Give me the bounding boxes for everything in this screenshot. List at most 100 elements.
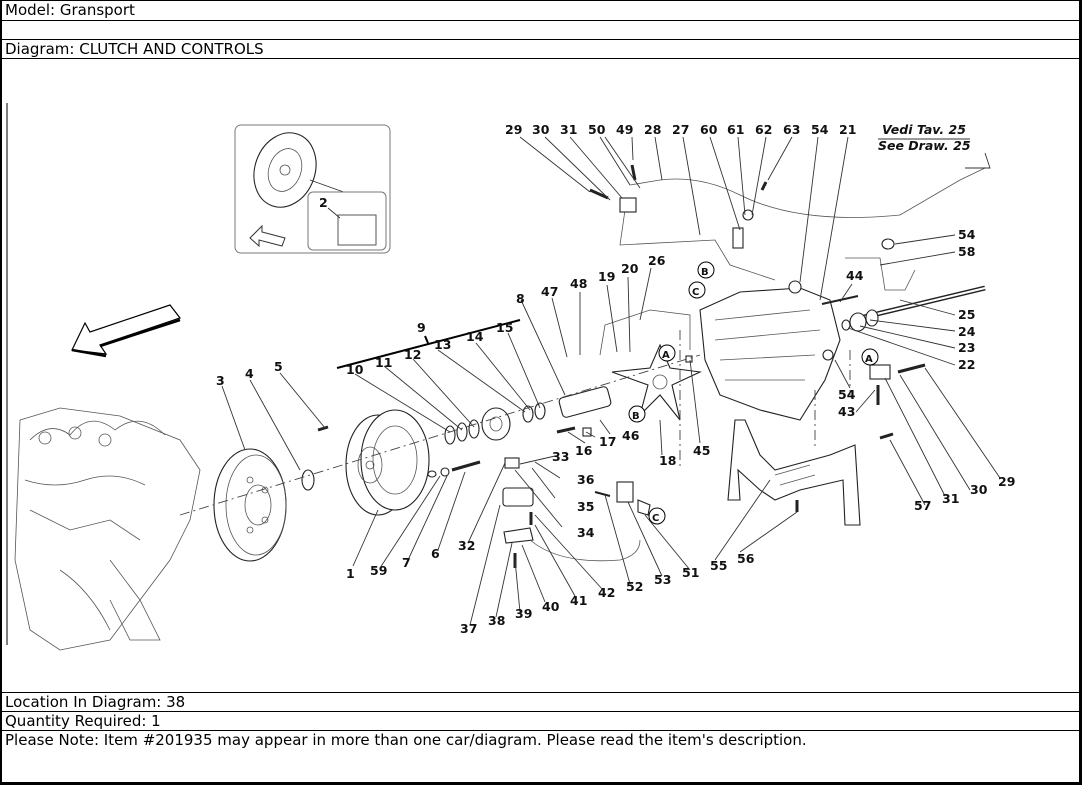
callout-54[interactable]: 54: [838, 387, 856, 402]
callout-48[interactable]: 48: [570, 276, 587, 291]
callout-4[interactable]: 4: [245, 366, 254, 381]
bolt-5[interactable]: [317, 425, 329, 432]
callout-11[interactable]: 11: [375, 355, 392, 370]
callout-25[interactable]: 25: [958, 307, 975, 322]
callout-44[interactable]: 44: [846, 268, 864, 283]
callout-61[interactable]: 61: [727, 122, 744, 137]
callout-30[interactable]: 30: [532, 122, 550, 137]
callout-21[interactable]: 21: [839, 122, 856, 137]
bolt-6[interactable]: [451, 460, 481, 472]
callout-31[interactable]: 31: [942, 491, 959, 506]
callout-22[interactable]: 22: [958, 357, 975, 372]
callout-17[interactable]: 17: [599, 434, 616, 449]
washer-62[interactable]: [742, 209, 754, 221]
bolt-49[interactable]: [630, 164, 637, 181]
callout-60[interactable]: 60: [700, 122, 718, 137]
callout-42[interactable]: 42: [598, 585, 615, 600]
gearbox-housing[interactable]: [699, 280, 841, 421]
callout-40[interactable]: 40: [542, 599, 560, 614]
callout-63[interactable]: 63: [783, 122, 800, 137]
support-bracket[interactable]: [727, 419, 861, 526]
callout-54[interactable]: 54: [958, 227, 976, 242]
callout-49[interactable]: 49: [616, 122, 633, 137]
callout-16[interactable]: 16: [575, 443, 593, 458]
flywheel[interactable]: [213, 448, 287, 562]
callout-12[interactable]: 12: [404, 347, 421, 362]
callout-1[interactable]: 1: [346, 566, 355, 581]
hose-58[interactable]: [845, 257, 916, 291]
callout-19[interactable]: 19: [598, 269, 615, 284]
callout-54[interactable]: 54: [811, 122, 829, 137]
callout-13[interactable]: 13: [434, 337, 451, 352]
release-bearing-stack[interactable]: [444, 402, 546, 445]
callout-32[interactable]: 32: [458, 538, 475, 553]
callout-59[interactable]: 59: [370, 563, 387, 578]
part-17[interactable]: [582, 427, 592, 437]
callout-5[interactable]: 5: [274, 359, 283, 374]
slave-cylinder[interactable]: [558, 386, 612, 418]
hydraulic-pipe[interactable]: [599, 309, 691, 356]
callout-38[interactable]: 38: [488, 613, 505, 628]
callout-34[interactable]: 34: [577, 525, 595, 540]
callout-23[interactable]: 23: [958, 340, 975, 355]
callout-26[interactable]: 26: [648, 253, 666, 268]
callout-57[interactable]: 57: [914, 498, 931, 513]
callout-37[interactable]: 37: [460, 621, 477, 636]
input-shaft[interactable]: [841, 285, 986, 332]
callout-3[interactable]: 3: [216, 373, 225, 388]
callout-10[interactable]: 10: [346, 362, 364, 377]
callout-35[interactable]: 35: [577, 499, 594, 514]
callout-9[interactable]: 9: [417, 320, 426, 335]
callout-51[interactable]: 51: [682, 565, 699, 580]
callout-15[interactable]: 15: [496, 320, 513, 335]
rod-44[interactable]: [821, 295, 859, 305]
callout-55[interactable]: 55: [710, 558, 727, 573]
callout-20[interactable]: 20: [621, 261, 639, 276]
callout-27[interactable]: 27: [672, 122, 689, 137]
callout-46[interactable]: 46: [622, 428, 640, 443]
sensor-assembly[interactable]: [502, 457, 651, 568]
nut-54-top[interactable]: [881, 238, 895, 250]
bolt-29-top[interactable]: [589, 188, 609, 200]
callout-24[interactable]: 24: [958, 324, 976, 339]
callout-45[interactable]: 45: [693, 443, 710, 458]
callout-6[interactable]: 6: [431, 546, 440, 561]
callout-41[interactable]: 41: [570, 593, 587, 608]
callout-2[interactable]: 2: [319, 195, 328, 210]
spring-16[interactable]: [556, 426, 576, 434]
pin-59[interactable]: [427, 470, 437, 478]
bolt-57[interactable]: [879, 432, 894, 440]
clutch-assembly[interactable]: [345, 409, 430, 516]
callout-39[interactable]: 39: [515, 606, 532, 621]
callout-53[interactable]: 53: [654, 572, 671, 587]
callout-30[interactable]: 30: [970, 482, 988, 497]
callout-18[interactable]: 18: [659, 453, 676, 468]
callout-29[interactable]: 29: [998, 474, 1015, 489]
callout-56[interactable]: 56: [737, 551, 755, 566]
bolt-63[interactable]: [760, 181, 768, 191]
callout-31[interactable]: 31: [560, 122, 577, 137]
flywheel-plate-4[interactable]: [301, 469, 315, 491]
callout-52[interactable]: 52: [626, 579, 643, 594]
union-31[interactable]: [619, 197, 637, 213]
star-bracket[interactable]: [611, 343, 702, 421]
sensor-block[interactable]: [869, 364, 891, 380]
clutch-pipe-27[interactable]: [619, 209, 776, 281]
callout-33[interactable]: 33: [552, 449, 569, 464]
callout-62[interactable]: 62: [755, 122, 772, 137]
callout-36[interactable]: 36: [577, 472, 595, 487]
bolt-29-right[interactable]: [897, 363, 926, 374]
callout-7[interactable]: 7: [402, 555, 411, 570]
callout-14[interactable]: 14: [466, 329, 484, 344]
callout-50[interactable]: 50: [588, 122, 606, 137]
part-45[interactable]: [685, 355, 693, 363]
callout-43[interactable]: 43: [838, 404, 855, 419]
callout-28[interactable]: 28: [644, 122, 661, 137]
washer-7[interactable]: [440, 467, 450, 477]
fitting-60[interactable]: [732, 227, 744, 249]
clutch-hose-28[interactable]: [629, 167, 986, 218]
callout-29[interactable]: 29: [505, 122, 522, 137]
callout-58[interactable]: 58: [958, 244, 975, 259]
callout-47[interactable]: 47: [541, 284, 558, 299]
callout-8[interactable]: 8: [516, 291, 525, 306]
